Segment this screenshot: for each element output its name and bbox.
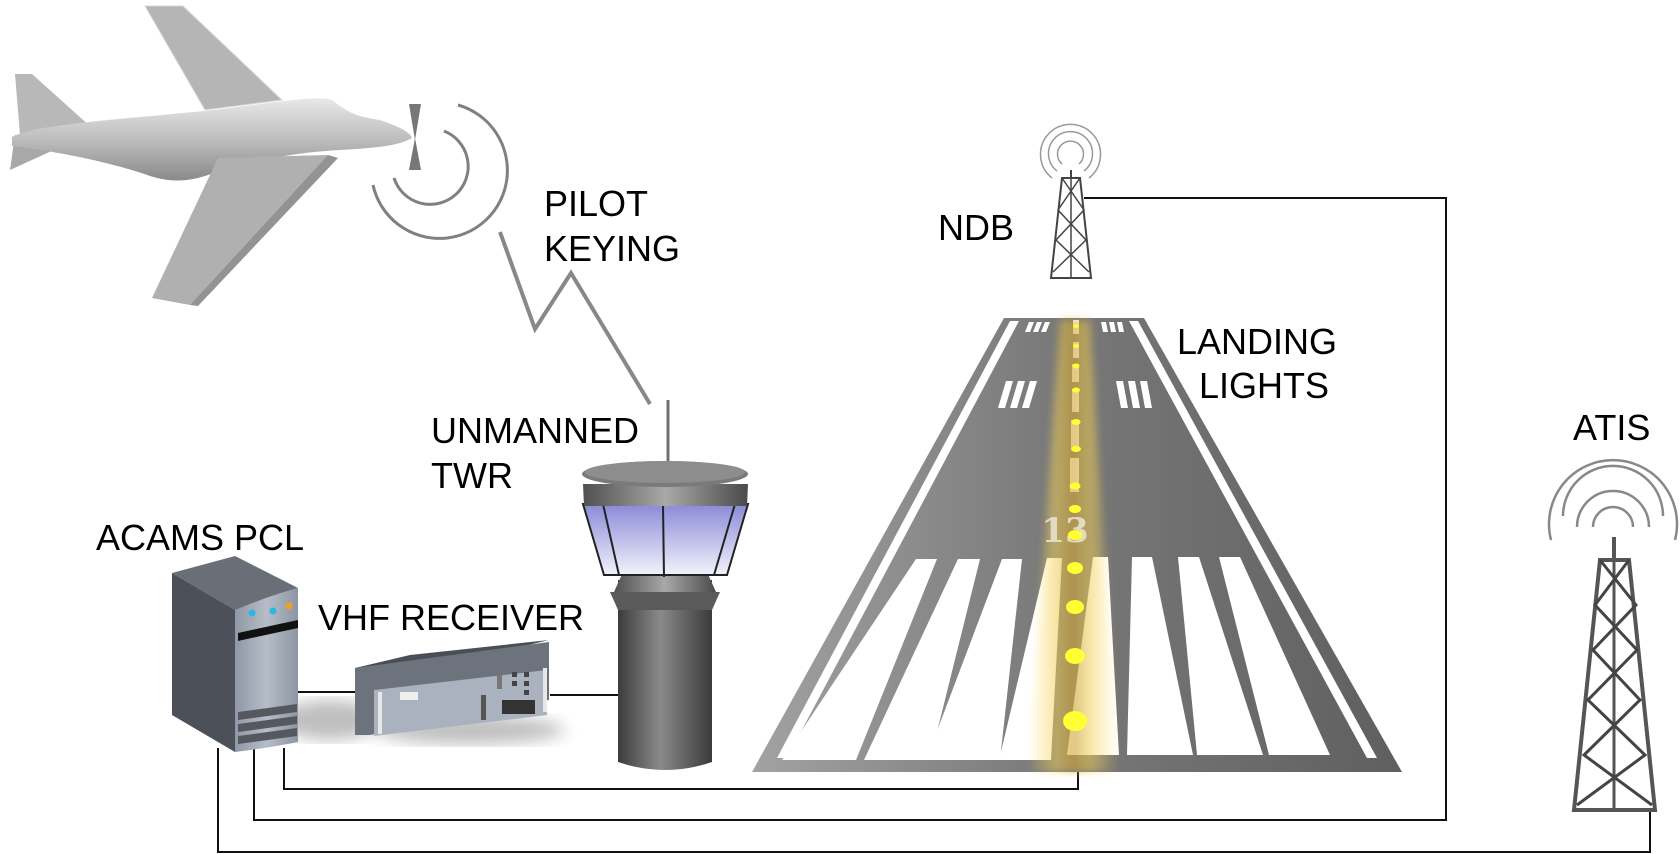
- server-icon: [172, 556, 380, 752]
- label-landing-lights-line1: LANDING: [1177, 321, 1337, 362]
- ndb-tower: [1039, 123, 1102, 279]
- landing-light-points: [1063, 324, 1087, 731]
- label-landing-lights-line2: LIGHTS: [1199, 365, 1329, 406]
- label-unmanned-twr-line2: TWR: [431, 455, 513, 496]
- label-pilot-keying-line2: KEYING: [544, 228, 680, 269]
- label-atis: ATIS: [1573, 407, 1650, 448]
- wire-atis-to-acams: [217, 748, 1651, 853]
- airplane-icon: [10, 5, 421, 306]
- runway-number: 13: [1041, 511, 1088, 551]
- label-ndb: NDB: [938, 207, 1014, 248]
- radio-tower-icon: [1547, 458, 1679, 812]
- radio-tower-icon: [1039, 123, 1102, 279]
- receiver-box-icon: [355, 640, 565, 744]
- runway-icon: 13: [752, 318, 1402, 772]
- wire-lights-to-acams: [283, 748, 1079, 790]
- label-vhf-receiver: VHF RECEIVER: [318, 597, 584, 638]
- label-unmanned-twr-line1: UNMANNED: [431, 410, 639, 451]
- label-pilot-keying-line1: PILOT: [544, 183, 648, 224]
- wire-connections: [217, 197, 1651, 853]
- wire-ndb-to-acams: [253, 197, 1447, 821]
- pilot-keying-link: [498, 231, 652, 406]
- label-landing-lights: LANDING LIGHTS: [1177, 321, 1347, 406]
- atis-tower: [1547, 458, 1679, 812]
- control-tower-icon: [581, 400, 750, 770]
- label-acams-pcl: ACAMS PCL: [96, 517, 304, 558]
- label-unmanned-twr: UNMANNED TWR: [431, 410, 649, 496]
- radio-wave-icon: [371, 103, 509, 240]
- label-pilot-keying: PILOT KEYING: [544, 183, 680, 269]
